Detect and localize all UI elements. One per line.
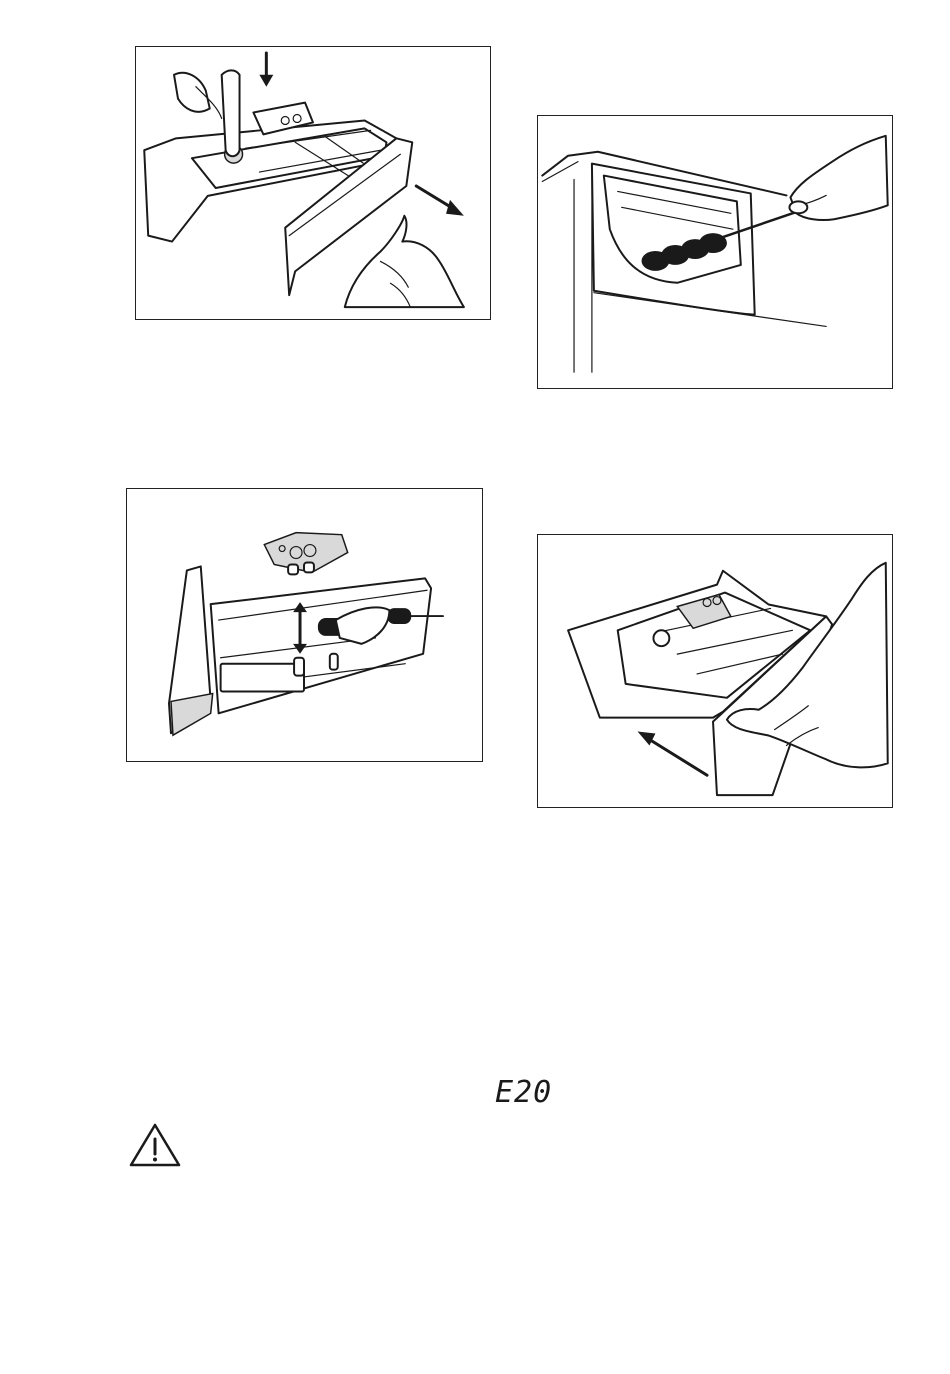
figure-clean-drawer <box>126 488 483 762</box>
figure-clean-recess <box>537 115 893 389</box>
figure-reinsert-drawer <box>537 534 893 808</box>
siphon-insert-icon <box>264 533 347 575</box>
figure-remove-drawer <box>135 46 491 320</box>
push-arrow-icon <box>638 732 656 746</box>
pull-arrow-icon <box>446 200 464 216</box>
warning-triangle-icon <box>128 1122 182 1168</box>
alarm-code: E20 <box>495 1078 552 1108</box>
drawer-cleaning-illustration <box>127 489 482 761</box>
drawer-insertion-illustration <box>538 535 892 807</box>
drawer-removal-illustration <box>136 47 490 319</box>
recess-cleaning-illustration <box>538 116 892 388</box>
press-arrow-icon <box>259 75 273 87</box>
